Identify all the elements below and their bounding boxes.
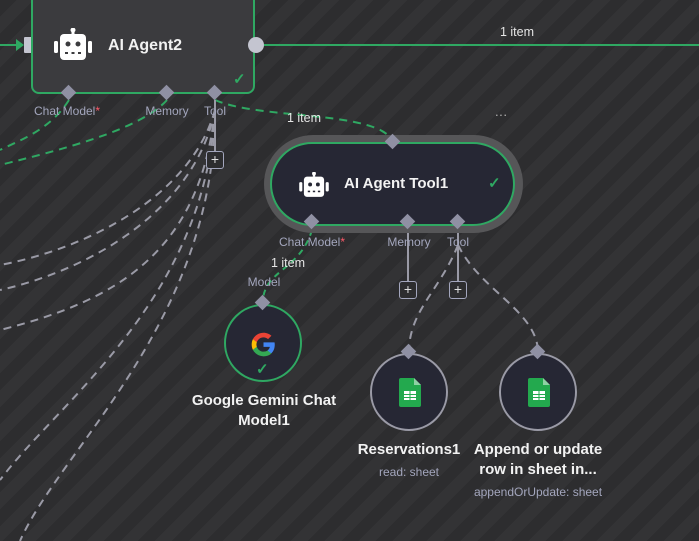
tool-edge-agent-tool <box>214 99 394 143</box>
memory-label: Memory <box>145 104 189 118</box>
chat-model-label: Chat Model* <box>33 104 101 118</box>
reservations-node[interactable] <box>370 353 448 431</box>
google-icon <box>250 331 277 363</box>
robot-icon <box>298 171 330 205</box>
success-check-icon: ✓ <box>233 71 246 88</box>
tool-edge-2 <box>0 109 216 291</box>
tool-edge-3 <box>0 109 216 331</box>
tool-edge-reservations <box>408 244 459 351</box>
tool-edge-1 <box>0 109 216 266</box>
google-sheets-icon <box>399 378 421 412</box>
add-tool-button[interactable]: + <box>449 281 467 299</box>
add-memory-button[interactable]: + <box>399 281 417 299</box>
model-input-label: Model <box>247 275 281 289</box>
tool-edge-append <box>457 244 539 351</box>
success-check-icon: ✓ <box>488 175 501 192</box>
node-title: AI Agent Tool1 <box>344 175 449 192</box>
edge-label: 1 item <box>286 111 322 125</box>
more-options-icon[interactable]: ··· <box>494 108 508 122</box>
chat-model-edge <box>0 99 70 151</box>
ai-agent-tool1-node[interactable]: AI Agent Tool1 ✓ <box>270 142 515 226</box>
add-tool-button[interactable]: + <box>206 151 224 169</box>
reservations-subtitle: read: sheet <box>378 465 440 479</box>
node-title: AI Agent2 <box>108 37 183 54</box>
input-handle[interactable] <box>24 37 32 53</box>
memory-edge <box>0 99 168 166</box>
model-edge <box>262 229 313 301</box>
reservations-title: Reservations1 <box>357 441 461 458</box>
ai-agent2-node[interactable]: AI Agent2 ✓ <box>31 0 255 94</box>
append-update-subtitle: appendOrUpdate: sheet <box>473 485 603 499</box>
output-handle[interactable] <box>248 37 264 53</box>
edge-label: 1 item <box>270 256 306 270</box>
tool-label: Tool <box>446 235 470 249</box>
memory-label: Memory <box>387 235 431 249</box>
append-update-node[interactable] <box>499 353 577 431</box>
tool-edge-4 <box>0 109 216 481</box>
google-sheets-icon <box>528 378 550 412</box>
tool-label: Tool <box>203 104 227 118</box>
edge-label: 1 item <box>499 25 535 39</box>
chat-model-label: Chat Model* <box>278 235 346 249</box>
success-check-icon: ✓ <box>256 361 269 378</box>
robot-icon <box>53 27 93 69</box>
tool-edge-5 <box>19 109 216 541</box>
google-gemini-node[interactable]: ✓ <box>224 304 302 382</box>
